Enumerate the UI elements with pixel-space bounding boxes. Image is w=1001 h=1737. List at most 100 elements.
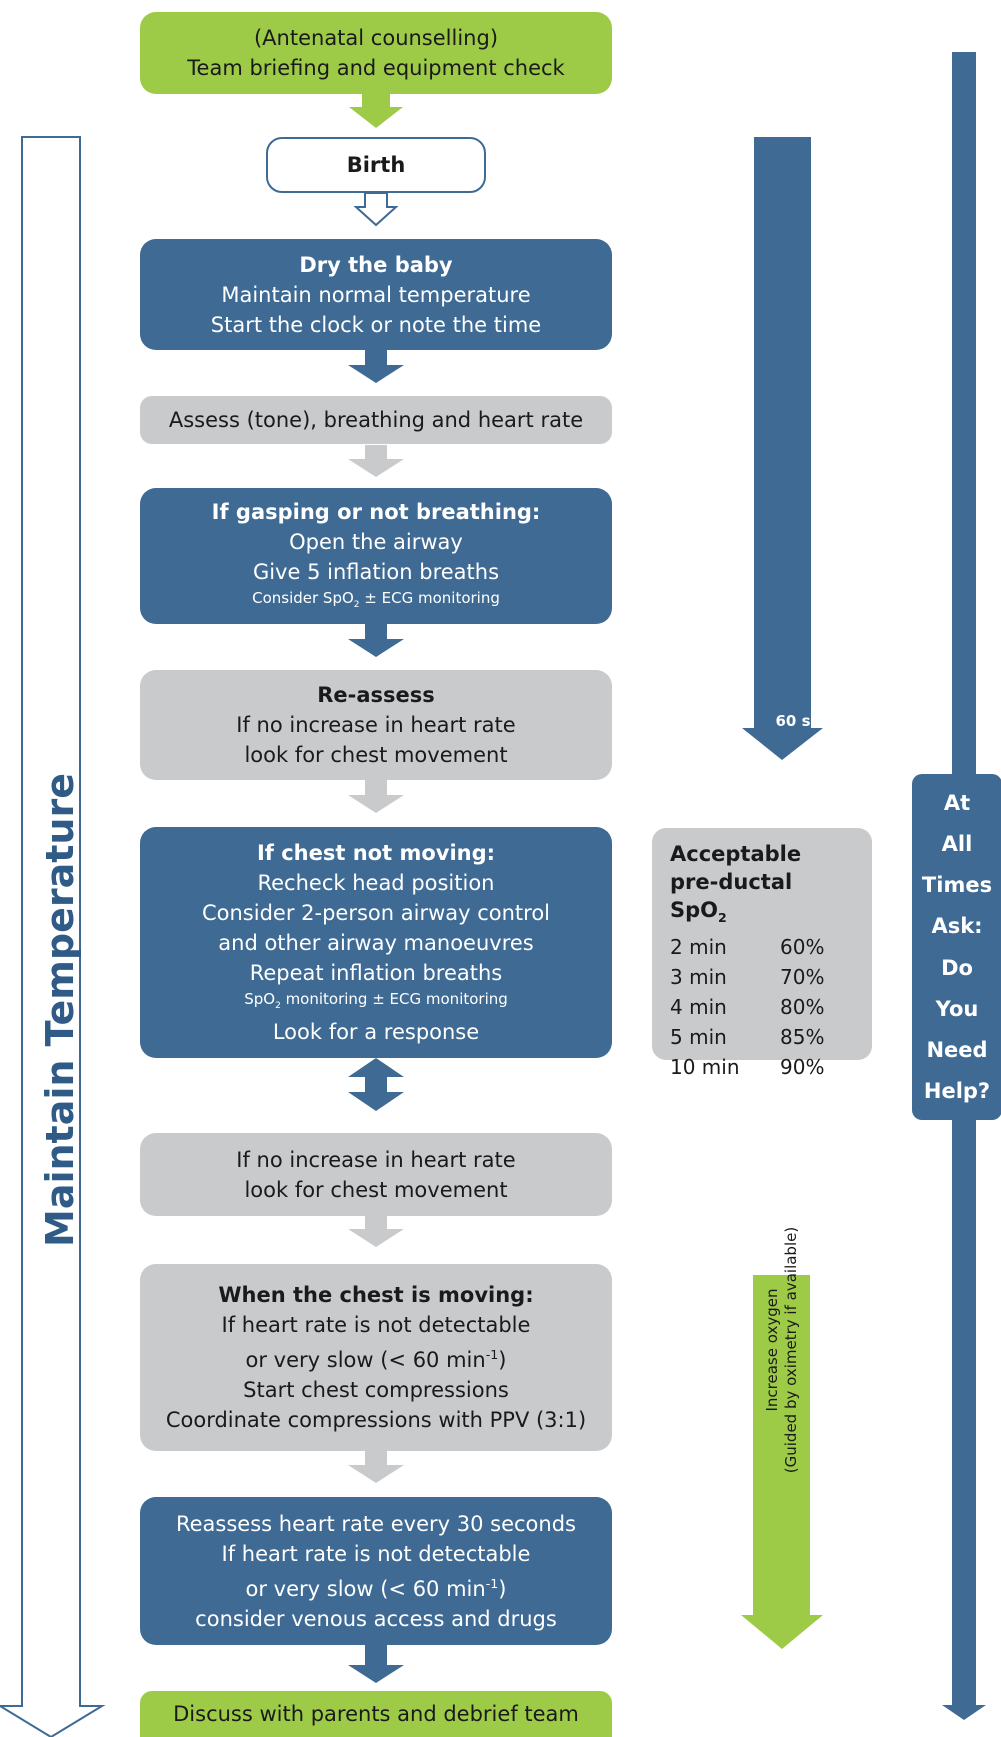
no-increase-line-1: If no increase in heart rate (236, 1147, 516, 1172)
help-word: Do (941, 955, 973, 980)
cm-slow-close: ) (498, 1348, 507, 1372)
gasping-spo-text: Consider SpO (252, 588, 354, 607)
spo2-value: 60% (780, 935, 825, 960)
help-word: At (943, 791, 971, 816)
chest-moving-title: When the chest is moving: (218, 1283, 534, 1307)
briefing-line-1: (Antenatal counselling) (253, 26, 499, 50)
no-increase-line-2: look for chest movement (244, 1177, 508, 1202)
spo2-title-2: pre-ductal SpO2 (670, 868, 854, 932)
cnm-spo-text: SpO (244, 990, 276, 1008)
briefing-line-2: Team briefing and equipment check (187, 56, 565, 80)
reassess-hr-line-2: If heart rate is not detectable (221, 1541, 531, 1566)
spo2-value: 85% (780, 1025, 825, 1050)
gasping-line-1: Open the airway (289, 529, 463, 554)
oxygen-line-2: (Guided by oximetry if available) (782, 1226, 800, 1474)
spo2-row: 10 min 90% (670, 1052, 854, 1082)
double-arrow (348, 1058, 404, 1111)
help-word: Times (921, 873, 993, 898)
reassess-title: Re-assess (317, 683, 435, 707)
sixty-seconds-label: 60 s (775, 712, 811, 730)
spo2-value: 70% (780, 965, 825, 990)
spo2-title-sub: 2 (718, 910, 727, 926)
cm-slow-sup: -1 (485, 1347, 499, 1362)
spo2-time: 5 min (670, 1025, 727, 1050)
gasping-spo-sub: 2 (353, 599, 360, 610)
birth-step: Birth (266, 137, 486, 193)
gasping-step: If gasping or not breathing: Open the ai… (140, 488, 612, 624)
chest-moving-line-3: Start chest compressions (243, 1378, 509, 1402)
cm-slow-text: or very slow (< 60 min (245, 1348, 486, 1372)
spo2-table: Acceptable pre-ductal SpO2 2 min 60% 3 mi… (652, 828, 872, 1079)
spo2-row: 2 min 60% (670, 932, 854, 962)
chest-not-moving-step: If chest not moving: Recheck head positi… (140, 827, 612, 1058)
no-increase-step: If no increase in heart rate look for ch… (140, 1133, 612, 1216)
reassess-hr-line-3: or very slow (< 60 min-1) (246, 1569, 507, 1604)
arrow-dry-assess (348, 350, 404, 383)
gasping-line-3: Consider SpO2 ± ECG monitoring (252, 587, 500, 616)
chest-not-moving-line-4: Repeat inflation breaths (249, 961, 503, 985)
chest-moving-line-1: If heart rate is not detectable (221, 1313, 531, 1337)
help-word: Need (926, 1037, 988, 1062)
chest-not-moving-line-2: Consider 2-person airway control (201, 901, 551, 925)
gasping-title: If gasping or not breathing: (211, 499, 541, 524)
spo2-value: 80% (780, 995, 825, 1020)
oxygen-line-1: Increase oxygen (763, 1288, 781, 1412)
help-reminder: At All Times Ask: Do You Need Help? (912, 774, 1001, 1120)
spo2-time: 2 min (670, 935, 727, 960)
spo2-time: 3 min (670, 965, 727, 990)
reassess-hr-line-4: consider venous access and drugs (195, 1606, 557, 1631)
reassess-line-2: look for chest movement (244, 743, 508, 767)
spo2-time: 10 min (670, 1055, 740, 1080)
chest-not-moving-line-6: Look for a response (272, 1020, 480, 1044)
dry-title: Dry the baby (299, 252, 453, 277)
rhr-slow-text: or very slow (< 60 min (245, 1576, 486, 1601)
rhr-slow-sup: -1 (485, 1575, 499, 1591)
reassess-line-1: If no increase in heart rate (236, 713, 516, 737)
oxygen-arrow (741, 1275, 823, 1649)
arrow-reassess-chest (348, 780, 404, 813)
chest-not-moving-line-5: SpO2 monitoring ± ECG monitoring (244, 988, 508, 1017)
arrow-assess-gasping (348, 445, 404, 477)
spo2-time: 4 min (670, 995, 727, 1020)
help-word: All (941, 832, 973, 857)
spo2-row: 4 min 80% (670, 992, 854, 1022)
chest-moving-step: When the chest is moving: If heart rate … (140, 1264, 612, 1451)
maintain-temperature-label: Maintain Temperature (38, 773, 82, 1247)
chest-not-moving-line-3: and other airway manoeuvres (218, 931, 534, 955)
rhr-slow-close: ) (498, 1576, 507, 1601)
help-word: Help? (923, 1078, 991, 1103)
spo2-row: 3 min 70% (670, 962, 854, 992)
debrief-step: Discuss with parents and debrief team (140, 1691, 612, 1737)
arrow-birth-dry (353, 192, 399, 227)
spo2-title-1: Acceptable (670, 842, 802, 866)
dry-line-1: Maintain normal temperature (221, 282, 531, 307)
assess-step: Assess (tone), breathing and heart rate (140, 396, 612, 444)
cnm-spo-sub: 2 (275, 1001, 281, 1011)
arrow-reassesshr-debrief (348, 1645, 404, 1683)
help-word: Ask: (931, 914, 983, 939)
reassess-hr-step: Reassess heart rate every 30 seconds If … (140, 1497, 612, 1645)
increase-oxygen-label: Increase oxygen (Guided by oximetry if a… (763, 1227, 801, 1473)
spo2-row: 5 min 85% (670, 1022, 854, 1052)
chest-not-moving-title: If chest not moving: (256, 841, 496, 865)
sixty-second-arrow (742, 137, 823, 760)
spo2-value: 90% (780, 1055, 825, 1080)
reassess-step: Re-assess If no increase in heart rate l… (140, 670, 612, 780)
maintain-temperature-arrow (0, 136, 106, 1737)
chest-moving-line-4: Coordinate compressions with PPV (3:1) (165, 1408, 587, 1432)
cnm-monitor-text: monitoring ± ECG monitoring (280, 990, 508, 1008)
help-word: You (935, 996, 979, 1021)
reassess-hr-line-1: Reassess heart rate every 30 seconds (175, 1511, 576, 1536)
spo2-title-text: pre-ductal SpO (670, 870, 793, 922)
gasping-ecg-text: ± ECG monitoring (359, 588, 500, 607)
gasping-line-2: Give 5 inflation breaths (252, 559, 500, 584)
chest-not-moving-line-1: Recheck head position (257, 871, 495, 895)
arrow-briefing-birth (349, 94, 403, 128)
arrow-gasping-reassess (348, 624, 404, 657)
dry-step: Dry the baby Maintain normal temperature… (140, 239, 612, 350)
arrow-noincrease-moving (348, 1216, 404, 1247)
briefing-step: (Antenatal counselling) Team briefing an… (140, 12, 612, 94)
chest-moving-line-2: or very slow (< 60 min-1) (246, 1340, 507, 1375)
arrow-moving-reassesshr (348, 1451, 404, 1483)
dry-line-2: Start the clock or note the time (210, 312, 542, 337)
